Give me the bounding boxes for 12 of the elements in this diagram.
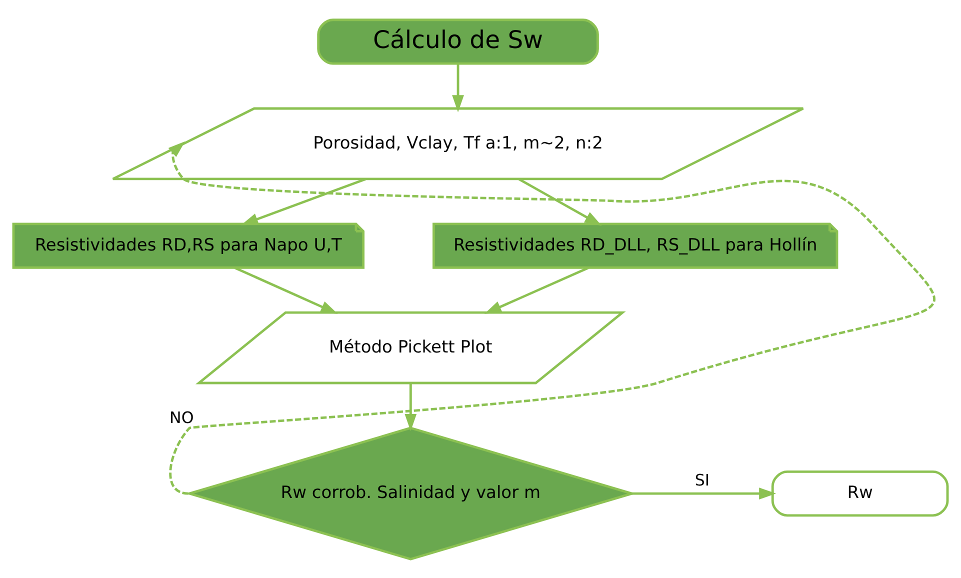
arrow [518,178,602,226]
arrow [632,487,776,500]
arrow [241,177,366,225]
arrow [484,266,589,314]
arrow [234,266,338,314]
arrow [452,64,464,112]
edge-label: SI [694,470,710,490]
arrow [404,382,417,431]
edge-label: NO [170,407,194,426]
arrow [168,140,935,494]
node-box: Cálculo de Sw [317,18,599,64]
node-box: Rw [771,470,949,516]
